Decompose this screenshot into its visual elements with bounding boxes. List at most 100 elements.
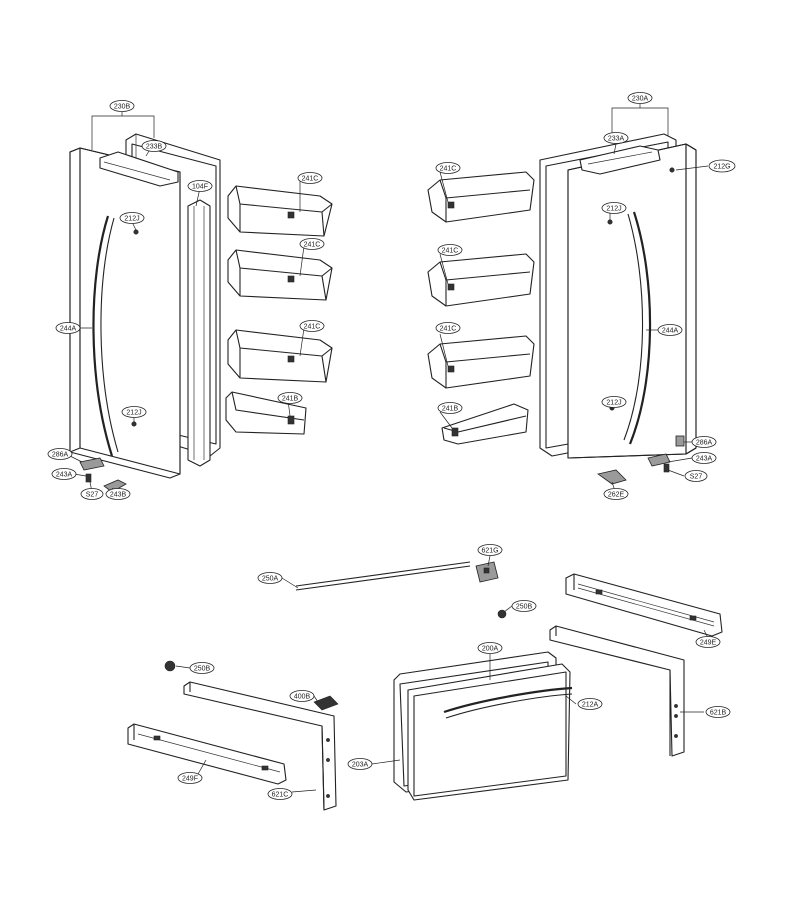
svg-text:212G: 212G: [713, 164, 730, 171]
label-400B: 400B: [289, 690, 315, 702]
label-621C: 621C: [267, 788, 293, 800]
svg-text:243A: 243A: [56, 472, 73, 479]
svg-text:212J: 212J: [606, 206, 621, 213]
right-rail-support: [549, 625, 685, 757]
label-621B: 621B: [705, 706, 731, 718]
drawer-panel: [407, 663, 573, 801]
label-212J-left-lower: 212J: [121, 406, 147, 418]
label-241B-left: 241B: [277, 392, 303, 404]
svg-text:241C: 241C: [440, 326, 457, 333]
right-door-bin-small: [441, 403, 529, 445]
svg-text:250B: 250B: [516, 604, 533, 611]
label-250B-right: 250B: [511, 600, 537, 612]
svg-text:200A: 200A: [482, 646, 499, 653]
svg-text:250A: 250A: [262, 576, 279, 583]
label-241C-left-1: 241C: [297, 172, 323, 184]
leader-lines: [69, 104, 709, 793]
label-241C-right-3: 241C: [435, 322, 461, 334]
right-door-bin-1: [427, 171, 535, 223]
label-212G: 212G: [708, 159, 736, 173]
right-door-bin-2: [427, 253, 535, 307]
right-hinge-parts: [597, 435, 685, 485]
label-241B-right: 241B: [437, 402, 463, 414]
label-244A-right: 244A: [657, 324, 683, 336]
label-286A-left: 286A: [47, 448, 73, 460]
left-door-liner-strip: [187, 199, 211, 467]
svg-text:244A: 244A: [60, 326, 77, 333]
svg-text:286A: 286A: [52, 452, 69, 459]
label-104F: 104F: [187, 180, 213, 192]
svg-text:241C: 241C: [304, 242, 321, 249]
svg-text:S27: S27: [690, 474, 703, 481]
label-243B: 243B: [105, 488, 131, 500]
left-door-bin-2: [227, 249, 333, 301]
label-621G: 621G: [477, 544, 503, 556]
svg-text:243A: 243A: [696, 456, 713, 463]
svg-text:249F: 249F: [182, 776, 198, 783]
label-250B-left: 250B: [189, 662, 215, 674]
svg-text:621B: 621B: [710, 710, 727, 717]
right-door-bin-3: [427, 335, 535, 389]
label-S27-left: S27: [80, 488, 104, 500]
svg-text:250B: 250B: [194, 666, 211, 673]
left-rail-support: [183, 681, 337, 811]
label-262E: 262E: [603, 488, 629, 500]
svg-text:262E: 262E: [608, 492, 625, 499]
svg-text:241C: 241C: [304, 324, 321, 331]
left-door-bin-1: [227, 185, 333, 237]
svg-text:241C: 241C: [442, 248, 459, 255]
svg-text:230A: 230A: [632, 96, 649, 103]
svg-text:244A: 244A: [662, 328, 679, 335]
drawer-rod: [295, 561, 471, 591]
label-203A: 203A: [347, 758, 373, 770]
svg-text:S27: S27: [86, 492, 99, 499]
svg-text:212J: 212J: [124, 216, 139, 223]
label-212A: 212A: [577, 698, 603, 710]
svg-text:212J: 212J: [606, 400, 621, 407]
left-door-bin-3: [227, 329, 333, 383]
svg-text:203A: 203A: [352, 762, 369, 769]
svg-text:104F: 104F: [192, 184, 208, 191]
label-249E: 249E: [695, 636, 721, 648]
svg-text:241C: 241C: [302, 176, 319, 183]
label-S27-right: S27: [684, 470, 708, 482]
left-door-panel: [69, 147, 181, 479]
part-labels: 230B 233B 104F 241C 241C 241C 241B 212J …: [47, 92, 736, 800]
left-door-handle: [92, 215, 114, 457]
label-243A-left: 243A: [51, 468, 77, 480]
right-door-assembly: [427, 133, 697, 485]
left-door-bin-small: [225, 391, 307, 435]
svg-text:233B: 233B: [146, 144, 163, 151]
label-241C-left-3: 241C: [299, 320, 325, 332]
left-drawer-rail: [127, 723, 287, 785]
label-212J-left-upper: 212J: [119, 212, 145, 224]
label-212J-right-upper: 212J: [601, 202, 627, 214]
label-233B: 233B: [141, 140, 167, 152]
left-lower-screw: [131, 421, 137, 427]
right-door-panel: [567, 143, 697, 459]
label-243A-right: 243A: [691, 452, 717, 464]
rod-bracket: [475, 561, 499, 583]
svg-text:212A: 212A: [582, 702, 599, 709]
label-241C-right-2: 241C: [437, 244, 463, 256]
drawer-clip: [313, 695, 339, 711]
left-door-assembly: [69, 133, 333, 493]
label-230B-left: 230B: [109, 100, 135, 112]
label-249F: 249F: [177, 772, 203, 784]
right-top-screw: [669, 167, 675, 173]
svg-text:249E: 249E: [700, 640, 717, 647]
svg-text:241C: 241C: [440, 166, 457, 173]
svg-text:243B: 243B: [110, 492, 127, 499]
label-250A: 250A: [257, 572, 283, 584]
right-door-handle: [628, 211, 652, 445]
svg-text:241B: 241B: [282, 396, 299, 403]
label-230A: 230A: [627, 92, 653, 104]
label-212J-right-lower: 212J: [601, 396, 627, 408]
svg-text:286A: 286A: [696, 440, 713, 447]
svg-text:400B: 400B: [294, 694, 311, 701]
label-241C-right-1: 241C: [435, 162, 461, 174]
label-233A: 233A: [603, 132, 629, 144]
label-286A-right: 286A: [691, 436, 717, 448]
svg-text:621G: 621G: [481, 548, 498, 555]
